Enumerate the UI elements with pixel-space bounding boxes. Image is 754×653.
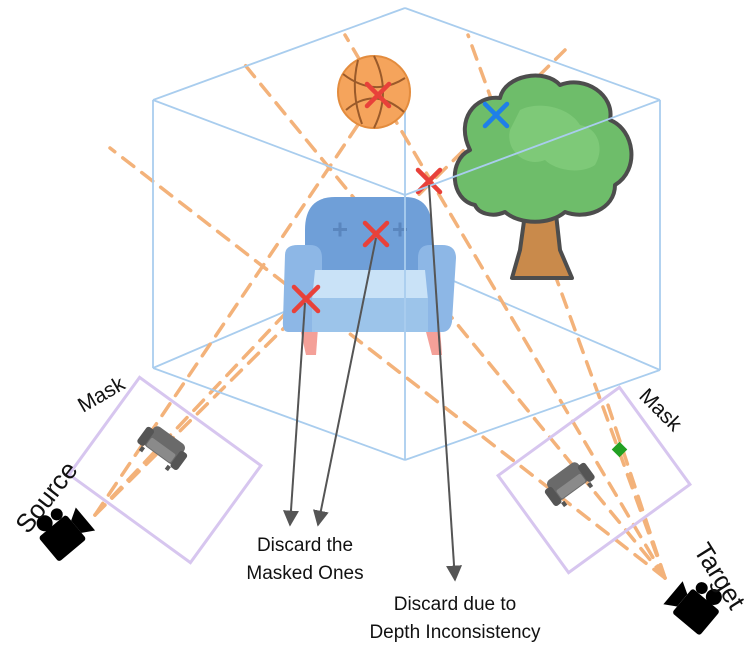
camera-icon (36, 507, 96, 561)
mask-left-frame (66, 375, 264, 565)
mask-right-frame (495, 385, 693, 575)
ray-source-3 (93, 296, 302, 517)
tree-icon (452, 73, 634, 280)
ray-target-2 (243, 63, 667, 580)
ray-target-1 (108, 146, 667, 580)
cube-front-edges (152, 7, 661, 461)
ray-target-5 (606, 403, 667, 580)
cross-discarded-ball (364, 81, 392, 109)
cross-discarded-chair-back (362, 220, 390, 248)
discard-masked-line2: Masked Ones (246, 563, 363, 584)
discard-masked-line1: Discard the (257, 535, 353, 556)
discard-depth-line2: Depth Inconsistency (369, 622, 541, 643)
arrow-masked-2 (313, 237, 377, 527)
crosses (291, 81, 510, 314)
cross-kept-tree (482, 101, 510, 129)
ray-target-3 (343, 33, 667, 580)
mask-right-label: Mask (634, 384, 686, 436)
sofa-icon (544, 462, 595, 508)
mask-left-label: Mask (74, 372, 129, 417)
sofa-icon (137, 426, 188, 472)
arrow-masked-1 (282, 302, 306, 527)
armchair-icon (282, 197, 456, 355)
cross-discarded-chair-arm (291, 284, 321, 314)
arrow-depth (428, 184, 463, 582)
discard-depth-line1: Discard due to (394, 594, 517, 615)
camera-icon (663, 581, 722, 635)
arrows (282, 184, 463, 582)
